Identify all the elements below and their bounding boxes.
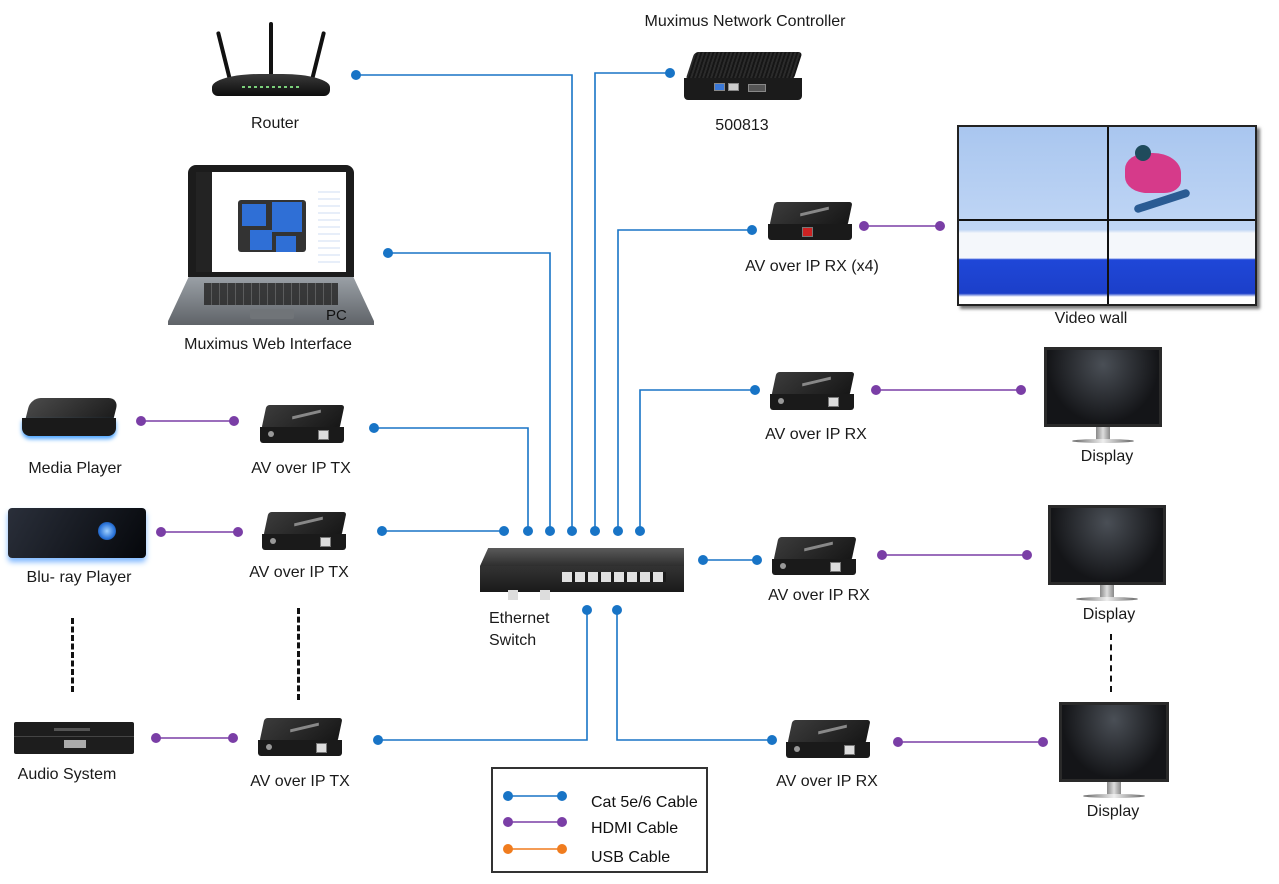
connector-dot <box>893 737 903 747</box>
media-player-label: Media Player <box>28 460 122 477</box>
router-icon <box>212 20 332 106</box>
legend-dot <box>557 817 567 827</box>
switch-label: Ethernet Switch <box>489 608 549 652</box>
wire-pc-switch <box>388 252 551 531</box>
connector-dot <box>747 225 757 235</box>
more-encoders-ellipsis <box>297 608 300 700</box>
connector-dot <box>877 550 887 560</box>
video-wall-label: Video wall <box>1054 310 1128 327</box>
wire-switch-rx1 <box>639 389 755 531</box>
legend-swatches <box>503 791 567 854</box>
laptop-icon: PC <box>168 165 374 327</box>
connector-dot <box>935 221 945 231</box>
connector-dot <box>151 733 161 743</box>
connector-dot <box>383 248 393 258</box>
mini-pc-icon <box>684 52 804 102</box>
audio-system-label: Audio System <box>17 766 117 783</box>
av-decoder-icon <box>772 537 857 577</box>
connector-dot <box>377 526 387 536</box>
connector-dot <box>499 526 509 536</box>
connector-dot <box>1038 737 1048 747</box>
connector-dot <box>523 526 533 536</box>
connector-dot <box>698 555 708 565</box>
display1-label: Display <box>1080 448 1134 465</box>
rx2-label: AV over IP RX <box>768 587 870 604</box>
rx-wall-label: AV over IP RX (x4) <box>745 258 879 275</box>
wire-router-switch <box>356 74 573 531</box>
rx3-label: AV over IP RX <box>776 773 878 790</box>
av-encoder-icon <box>262 512 347 552</box>
monitor-icon <box>1059 702 1169 824</box>
rx1-label: AV over IP RX <box>765 426 867 443</box>
connector-dot <box>545 526 555 536</box>
connector-dot <box>369 423 379 433</box>
connector-dot <box>612 605 622 615</box>
connector-dot <box>351 70 361 80</box>
media-player-icon <box>22 398 119 438</box>
connector-dot <box>1016 385 1026 395</box>
connector-dot <box>567 526 577 536</box>
wire-tx1-switch <box>374 427 529 531</box>
connector-dot <box>665 68 675 78</box>
display3-label: Display <box>1086 803 1140 820</box>
controller-model: 500813 <box>715 117 769 134</box>
legend-usb-label: USB Cable <box>591 849 671 866</box>
connector-dot <box>859 221 869 231</box>
connector-dot <box>871 385 881 395</box>
legend-dot <box>557 844 567 854</box>
connector-dot <box>228 733 238 743</box>
legend: Cat 5e/6 Cable HDMI Cable USB Cable <box>491 767 708 873</box>
pc-label: Muximus Web Interface <box>184 336 352 353</box>
monitor-icon <box>1048 505 1166 627</box>
connector-dot <box>373 735 383 745</box>
more-displays-ellipsis <box>1110 634 1112 692</box>
legend-dot <box>503 791 513 801</box>
legend-dot <box>503 844 513 854</box>
av-decoder-icon <box>768 202 853 242</box>
connector-dot <box>1022 550 1032 560</box>
controller-title: Muximus Network Controller <box>644 13 846 30</box>
legend-cat-label: Cat 5e/6 Cable <box>591 794 698 811</box>
switch-label-line1: Ethernet <box>489 610 550 627</box>
tx1-label: AV over IP TX <box>251 460 351 477</box>
av-encoder-icon <box>258 718 343 758</box>
legend-dot <box>557 791 567 801</box>
wire-switch-rx3 <box>616 610 772 741</box>
switch-label-line2: Switch <box>489 632 537 649</box>
monitor-icon <box>1044 347 1162 469</box>
pc-screen-label: PC <box>326 307 347 324</box>
audio-system-icon <box>14 722 134 754</box>
wire-switch-rxwall <box>617 229 752 531</box>
connector-dot <box>233 527 243 537</box>
video-wall-icon <box>957 125 1257 306</box>
connector-dot <box>635 526 645 536</box>
router-label: Router <box>250 115 300 132</box>
display2-label: Display <box>1082 606 1136 623</box>
bluray-player-icon <box>8 508 146 558</box>
wire-controller-switch <box>594 72 670 531</box>
av-decoder-icon <box>770 372 855 412</box>
more-sources-ellipsis <box>71 618 74 692</box>
connector-dot <box>767 735 777 745</box>
connector-dot <box>613 526 623 536</box>
tx3-label: AV over IP TX <box>250 773 350 790</box>
connector-dot <box>156 527 166 537</box>
bluray-player-label: Blu- ray Player <box>26 569 132 586</box>
connector-dot <box>136 416 146 426</box>
connector-dot <box>752 555 762 565</box>
connector-dot <box>590 526 600 536</box>
tx2-label: AV over IP TX <box>249 564 349 581</box>
connector-dot <box>582 605 592 615</box>
legend-dot <box>503 817 513 827</box>
ethernet-switch-icon <box>480 548 686 600</box>
legend-hdmi-label: HDMI Cable <box>591 820 679 837</box>
connector-dot <box>229 416 239 426</box>
av-decoder-icon <box>786 720 871 760</box>
wire-tx3-switch <box>378 610 588 741</box>
av-encoder-icon <box>260 405 345 445</box>
connector-dot <box>750 385 760 395</box>
